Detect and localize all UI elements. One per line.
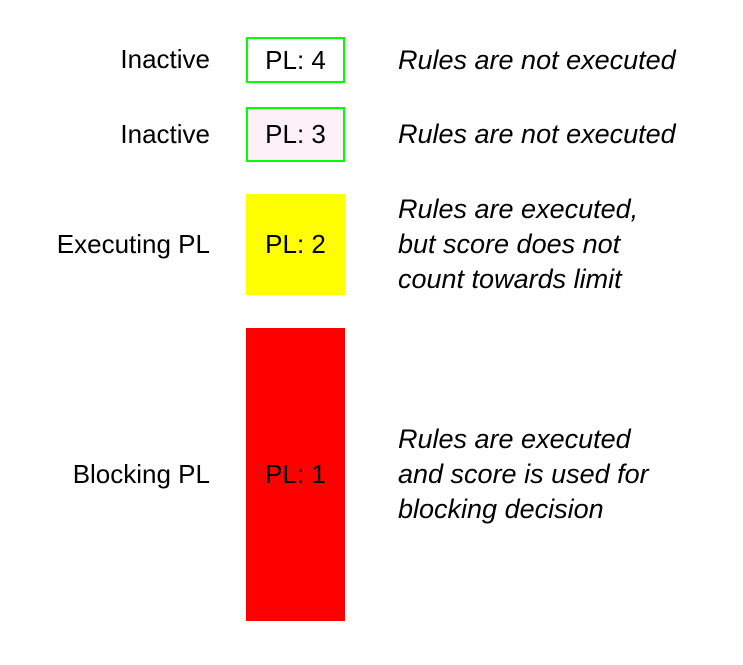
row-pl2: Executing PL PL: 2 Rules are executed, b… (0, 194, 743, 295)
row-pl2-label: Executing PL (56, 228, 210, 259)
pl1-box-label: PL: 1 (265, 459, 326, 489)
row-pl1: Blocking PL PL: 1 Rules are executed and… (0, 328, 743, 621)
pl3-box-label: PL: 3 (265, 119, 326, 149)
row-pl3-description: Rules are not executed (398, 119, 676, 149)
row-pl2-description: Rules are executed, but score does not c… (398, 194, 639, 294)
row-pl3-label: Inactive (120, 118, 210, 149)
row-pl4-label: Inactive (120, 44, 210, 75)
row-pl1-label: Blocking PL (72, 458, 210, 489)
pl1-box: PL: 1 (246, 328, 345, 621)
pl4-box: PL: 4 (246, 37, 345, 83)
pl2-box: PL: 2 (246, 194, 345, 295)
row-pl4-description: Rules are not executed (398, 44, 676, 75)
pl3-box: PL: 3 (246, 107, 345, 162)
pl4-box-label: PL: 4 (265, 44, 326, 75)
row-pl1-description: Rules are executed and score is used for… (398, 424, 649, 524)
row-pl3: Inactive PL: 3 Rules are not executed (0, 107, 743, 162)
row-pl4: Inactive PL: 4 Rules are not executed (0, 37, 743, 83)
pl2-box-label: PL: 2 (265, 229, 326, 259)
